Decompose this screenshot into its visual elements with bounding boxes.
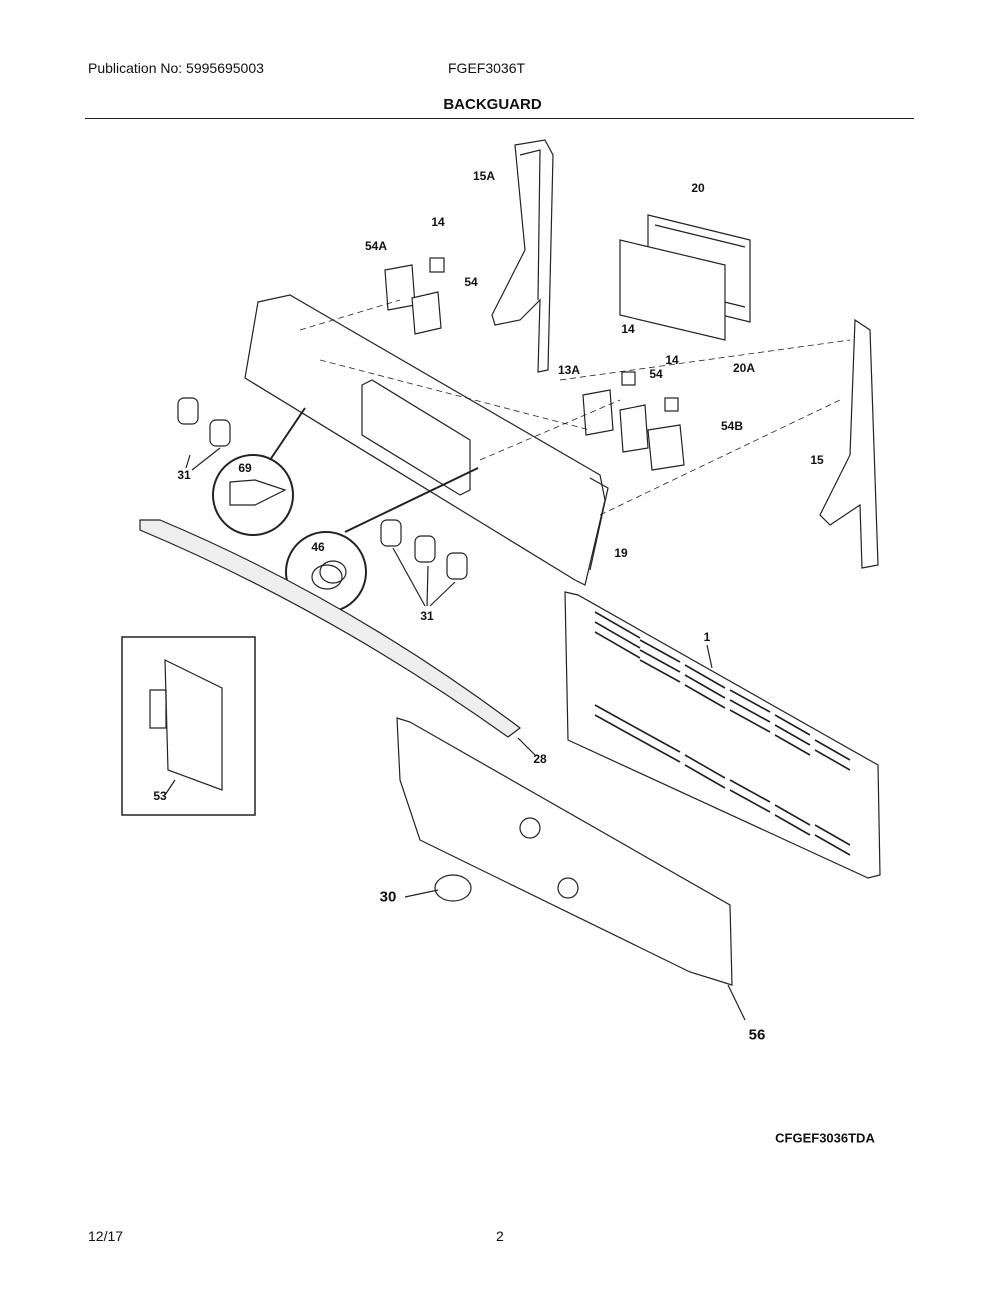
page-number: 2 bbox=[496, 1228, 504, 1244]
callout-20A: 20A bbox=[732, 361, 756, 375]
part-14-relay-3 bbox=[664, 397, 679, 412]
callout-69-screw bbox=[212, 407, 306, 536]
callout-54: 54 bbox=[649, 367, 663, 381]
callout-14: 14 bbox=[621, 322, 635, 336]
callout-30: 30 bbox=[379, 888, 397, 906]
model-number: FGEF3036T bbox=[448, 60, 526, 76]
alignment-lines bbox=[299, 299, 851, 516]
callout-54B: 54B bbox=[720, 419, 744, 433]
part-56-lower-panel bbox=[396, 717, 746, 1021]
callout-28: 28 bbox=[533, 752, 547, 766]
part-15A-end-bracket bbox=[491, 139, 554, 373]
callout-53: 53 bbox=[153, 789, 167, 803]
callout-69: 69 bbox=[238, 461, 252, 475]
callout-54: 54 bbox=[464, 275, 478, 289]
part-54-switch bbox=[411, 291, 442, 335]
callout-15A: 15A bbox=[472, 169, 496, 183]
part-20A-overlay bbox=[619, 239, 726, 341]
section-title: BACKGUARD bbox=[443, 96, 542, 113]
diagram-code: CFGEF3036TDA bbox=[775, 1130, 875, 1146]
callout-1: 1 bbox=[703, 630, 711, 644]
callout-13A: 13A bbox=[557, 363, 581, 377]
callout-20: 20 bbox=[691, 181, 705, 195]
part-14-relay-2 bbox=[621, 371, 636, 386]
callout-56: 56 bbox=[748, 1026, 766, 1044]
callout-31: 31 bbox=[177, 468, 191, 482]
footer-date: 12/17 bbox=[88, 1228, 124, 1244]
part-19-control-panel bbox=[244, 294, 609, 586]
callout-54A: 54A bbox=[364, 239, 388, 253]
knobs-31-left bbox=[177, 397, 231, 471]
part-14-relay bbox=[429, 257, 445, 273]
publication-number: Publication No: 5995695003 bbox=[88, 60, 264, 76]
part-30-cover bbox=[404, 874, 472, 902]
part-28-trim bbox=[139, 519, 536, 756]
callout-14: 14 bbox=[665, 353, 679, 367]
callout-31: 31 bbox=[420, 609, 434, 623]
header-divider bbox=[85, 118, 914, 119]
part-53-inset bbox=[121, 636, 256, 816]
callout-15: 15 bbox=[810, 453, 824, 467]
knobs-31-center bbox=[380, 519, 468, 607]
callout-19: 19 bbox=[614, 546, 628, 560]
callout-46: 46 bbox=[311, 540, 325, 554]
part-13A-switch bbox=[582, 389, 614, 436]
part-1-rear-panel bbox=[564, 591, 881, 879]
part-54B-switch bbox=[647, 424, 685, 471]
callout-14: 14 bbox=[431, 215, 445, 229]
part-15-end-bracket bbox=[819, 318, 879, 569]
part-54-switch-right bbox=[619, 404, 649, 453]
